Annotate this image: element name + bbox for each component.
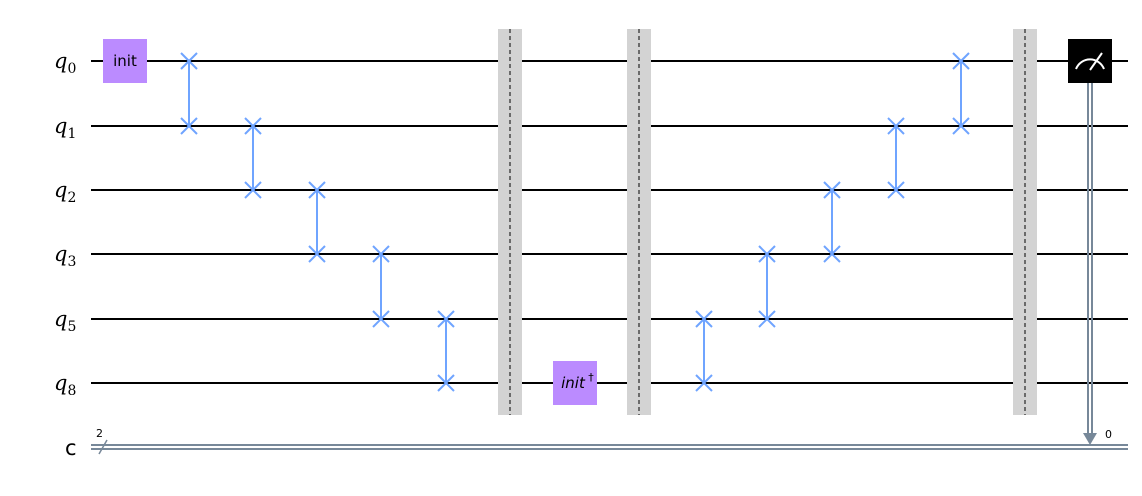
swap-cross [952, 52, 970, 70]
qubit-label: q5 [54, 307, 76, 335]
wire-labels: q0 q1 q2 q3 q5 q8 c [54, 49, 77, 460]
qubit-wires [91, 60, 1128, 384]
register-width-slash [98, 439, 108, 455]
swap-cross [758, 310, 776, 328]
swap-cross [372, 245, 390, 263]
qubit-index: 2 [67, 190, 76, 206]
swap-gates [180, 52, 970, 392]
measurement [1068, 39, 1112, 445]
init-gate [103, 39, 147, 83]
meter-arc-icon [1075, 58, 1105, 70]
swap-cross [180, 52, 198, 70]
swap-cross [372, 310, 390, 328]
barriers [498, 29, 1037, 415]
swap-cross [180, 117, 198, 135]
qubit-index: 5 [67, 319, 76, 335]
qubit-label: q3 [54, 242, 76, 270]
classical-register-label: c [65, 436, 77, 460]
swap-cross [823, 181, 841, 199]
qubit-label: q8 [54, 371, 76, 399]
swap-cross [952, 117, 970, 135]
swap-cross [695, 374, 713, 392]
init-dagger-gate [553, 361, 597, 405]
qubit-index: 3 [67, 254, 76, 270]
qubit-index: 1 [67, 126, 76, 142]
swap-cross [308, 181, 326, 199]
swap-cross [308, 245, 326, 263]
qubit-index: 8 [67, 383, 76, 399]
swap-cross [437, 374, 455, 392]
measure-box [1068, 39, 1112, 83]
dagger-symbol: † [588, 371, 594, 384]
init-gate-label: init [113, 52, 137, 70]
swap-cross [758, 245, 776, 263]
init-dagger-gate-label: init [561, 374, 586, 392]
swap-cross [887, 117, 905, 135]
swap-cross [695, 310, 713, 328]
qubit-index: 0 [67, 61, 76, 77]
swap-cross [244, 117, 262, 135]
register-width-label: 2 [96, 427, 103, 440]
classical-bit-label: 0 [1105, 428, 1112, 441]
measure-arrow [1083, 433, 1097, 445]
swap-cross [244, 181, 262, 199]
qubit-label: q2 [54, 178, 76, 206]
qubit-label: q1 [54, 114, 76, 142]
swap-cross [823, 245, 841, 263]
swap-cross [887, 181, 905, 199]
qubit-label: q0 [54, 49, 76, 77]
swap-cross [437, 310, 455, 328]
meter-needle-icon [1089, 52, 1103, 71]
